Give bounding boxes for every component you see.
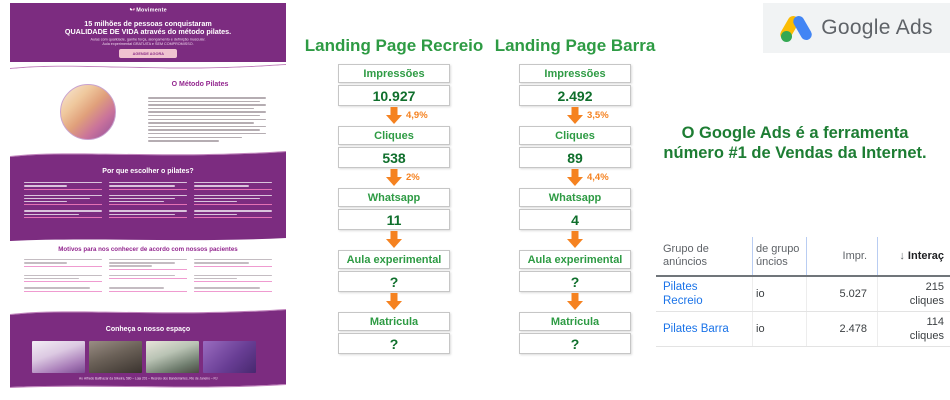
funnel-recreio-title: Landing Page Recreio xyxy=(304,36,484,55)
address-footer: Av. Alfredo Balthazar da Silveira, 580 –… xyxy=(79,377,218,381)
hero-headline: 15 milhões de pessoas conquistaram QUALI… xyxy=(64,19,232,37)
google-ads-wordmark: Google Ads xyxy=(821,16,933,39)
site-logo-text: Movimente xyxy=(136,7,167,14)
arrow-down-icon xyxy=(571,293,579,301)
google-ads-logo-banner: Google Ads xyxy=(763,3,950,53)
sort-descending-icon: ↓ xyxy=(899,249,905,262)
claim-text: O Google Ads é a ferramenta número #1 de… xyxy=(663,124,927,162)
testimonial-grid xyxy=(24,182,272,223)
conversion-rate: 3,5% xyxy=(587,110,609,121)
section-wave-divider xyxy=(10,235,286,241)
conversion-rate: 2% xyxy=(406,172,420,183)
why-purple-background xyxy=(10,158,286,236)
group-type-cell: io xyxy=(752,277,806,311)
step-value-aula: ? xyxy=(338,271,450,292)
header-impressions[interactable]: Impr. xyxy=(806,237,877,275)
step-label-matricula: Matricula xyxy=(338,312,450,331)
step-value-whatsapp: 11 xyxy=(338,209,450,230)
site-logo: Movimente xyxy=(72,7,224,13)
funnel-arrow xyxy=(338,230,450,250)
table-row-pilates-barra: Pilates Barra io 2.478 114 cliques xyxy=(656,312,950,347)
google-ads-icon xyxy=(778,13,814,42)
step-label-whatsapp: Whatsapp xyxy=(338,188,450,207)
funnel-arrow: 2% xyxy=(338,168,450,188)
step-value-aula: ? xyxy=(519,271,631,292)
table-header-row: Grupo de anúncios de grupo úncios Impr. … xyxy=(656,237,950,277)
arrow-down-icon xyxy=(390,231,398,239)
funnel-arrow xyxy=(519,292,631,312)
arrow-down-icon xyxy=(390,169,398,177)
group-type-cell: io xyxy=(752,312,806,346)
studio-photo-3 xyxy=(146,341,199,373)
agende-agora-button[interactable]: AGENDE AGORA xyxy=(119,49,177,58)
funnel-arrow: 3,5% xyxy=(519,106,631,126)
funnel-arrow xyxy=(338,292,450,312)
step-label-cliques: Cliques xyxy=(519,126,631,145)
arrow-down-icon xyxy=(571,169,579,177)
method-paragraph-skeleton xyxy=(148,97,266,144)
step-value-impressoes: 10.927 xyxy=(338,85,450,106)
table-row-pilates-recreio: Pilates Recreio io 5.027 215 cliques xyxy=(656,277,950,312)
ad-group-link[interactable]: Pilates Barra xyxy=(663,323,729,335)
hero-subtext: Aulas com qualidade, ganhe força, alonga… xyxy=(90,37,206,46)
studio-photo-2 xyxy=(89,341,142,373)
method-section-title: O Método Pilates xyxy=(171,81,229,88)
step-label-aula: Aula experimental xyxy=(519,250,631,269)
conversion-rate: 4,9% xyxy=(406,110,428,121)
step-value-cliques: 538 xyxy=(338,147,450,168)
funnel-arrow xyxy=(519,230,631,250)
landing-page-thumbnail: Movimente 15 milhões de pessoas conquist… xyxy=(10,3,286,390)
step-label-impressoes: Impressões xyxy=(519,64,631,83)
header-interactions[interactable]: ↓ Interaç xyxy=(877,237,950,275)
funnel-barra-title: Landing Page Barra xyxy=(494,36,656,55)
why-pilates-section: Por que escolher o pilates? xyxy=(10,148,286,243)
interactions-cell: 215 cliques xyxy=(877,277,950,311)
step-value-whatsapp: 4 xyxy=(519,209,631,230)
arrow-down-icon xyxy=(390,293,398,301)
pilates-photo-circle xyxy=(60,84,116,140)
reasons-section-title: Motivos para nos conhecer de acordo com … xyxy=(58,246,238,253)
landing-hero-section: Movimente 15 milhões de pessoas conquist… xyxy=(10,3,286,73)
step-value-matricula: ? xyxy=(338,333,450,354)
step-label-impressoes: Impressões xyxy=(338,64,450,83)
step-label-matricula: Matricula xyxy=(519,312,631,331)
butterfly-icon xyxy=(129,8,135,11)
step-value-matricula: ? xyxy=(519,333,631,354)
step-value-cliques: 89 xyxy=(519,147,631,168)
funnel-arrow: 4,4% xyxy=(519,168,631,188)
arrow-down-icon xyxy=(390,107,398,115)
arrow-down-icon xyxy=(571,107,579,115)
step-label-aula: Aula experimental xyxy=(338,250,450,269)
ad-group-link[interactable]: Pilates Recreio xyxy=(663,281,703,307)
why-section-title: Por que escolher o pilates? xyxy=(102,168,194,175)
header-group-type[interactable]: de grupo úncios xyxy=(752,237,806,275)
step-label-whatsapp: Whatsapp xyxy=(519,188,631,207)
space-section-title: Conheça o nosso espaço xyxy=(105,326,191,333)
arrow-down-icon xyxy=(571,231,579,239)
ads-table: Grupo de anúncios de grupo úncios Impr. … xyxy=(656,237,950,347)
studio-photo-1 xyxy=(32,341,85,373)
step-label-cliques: Cliques xyxy=(338,126,450,145)
step-value-impressoes: 2.492 xyxy=(519,85,631,106)
studio-photos xyxy=(32,341,264,373)
reasons-section: Motivos para nos conhecer de acordo com … xyxy=(10,243,286,306)
reasons-grid xyxy=(24,259,272,297)
impressions-cell: 2.478 xyxy=(806,312,877,346)
space-section: Conheça o nosso espaço Av. Alfredo Balth… xyxy=(10,306,286,390)
impressions-cell: 5.027 xyxy=(806,277,877,311)
hero-wave-divider xyxy=(10,64,286,73)
conversion-rate: 4,4% xyxy=(587,172,609,183)
funnel-arrow: 4,9% xyxy=(338,106,450,126)
studio-photo-4 xyxy=(203,341,256,373)
footer-wave-divider xyxy=(10,380,286,388)
interactions-cell: 114 cliques xyxy=(877,312,950,346)
header-ad-group[interactable]: Grupo de anúncios xyxy=(663,243,709,268)
